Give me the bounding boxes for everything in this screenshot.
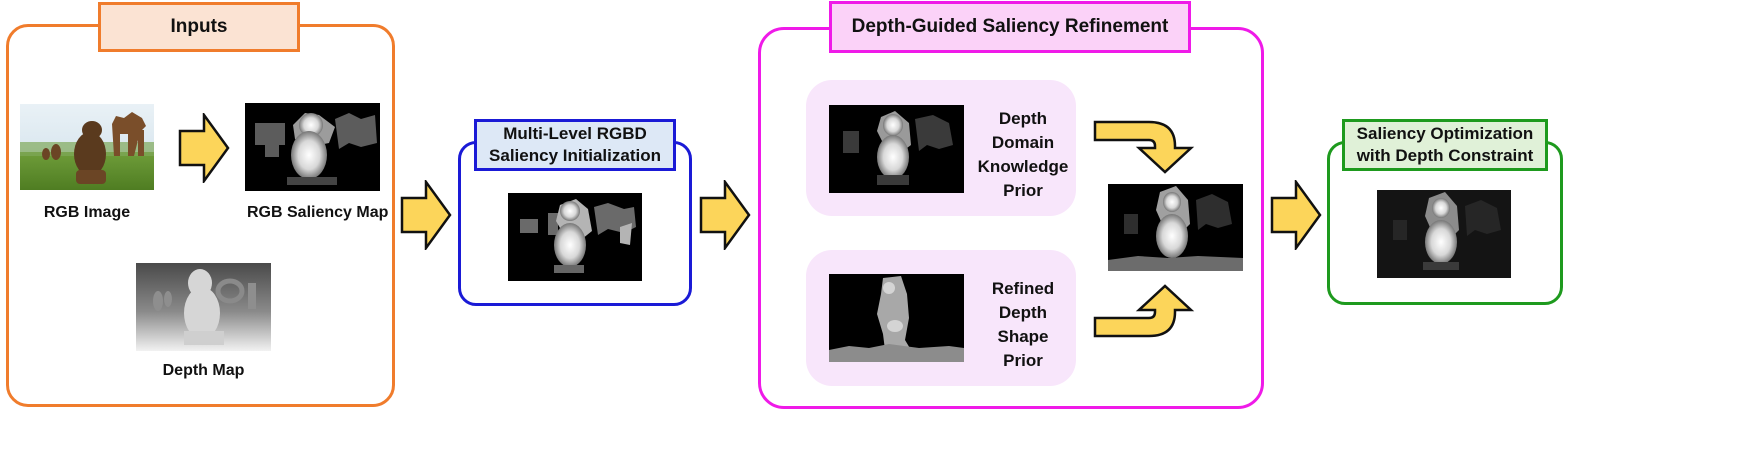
optimized-saliency-map [1377, 190, 1511, 278]
inputs-title: Inputs [98, 2, 300, 52]
optimization-title: Saliency Optimization with Depth Constra… [1342, 119, 1548, 171]
refined-saliency-map [1108, 184, 1243, 271]
initialization-title: Multi-Level RGBD Saliency Initialization [474, 119, 676, 171]
refined-depth-shape-prior-label: Refined Depth Shape Prior [991, 279, 1055, 370]
rgb-saliency-map [245, 103, 380, 191]
depth-domain-knowledge-prior-map [829, 105, 964, 193]
arrow-right-icon [1270, 180, 1322, 250]
depth-domain-knowledge-prior-label: Depth Domain Knowledge Prior [977, 109, 1069, 200]
refined-depth-shape-prior-map [829, 274, 964, 362]
arrow-right-icon [699, 180, 751, 250]
depth-map [136, 263, 271, 351]
refinement-title: Depth-Guided Saliency Refinement [829, 1, 1191, 53]
rgb-saliency-label: RGB Saliency Map [247, 204, 389, 221]
arrow-right-icon [400, 180, 452, 250]
curved-arrow-down-icon [1093, 120, 1195, 174]
initialization-saliency-map [508, 193, 642, 281]
rgb-image [20, 104, 154, 190]
depth-map-label: Depth Map [162, 362, 245, 379]
curved-arrow-up-icon [1093, 284, 1195, 338]
arrow-right-icon [178, 113, 230, 183]
rgb-image-label: RGB Image [43, 204, 131, 221]
